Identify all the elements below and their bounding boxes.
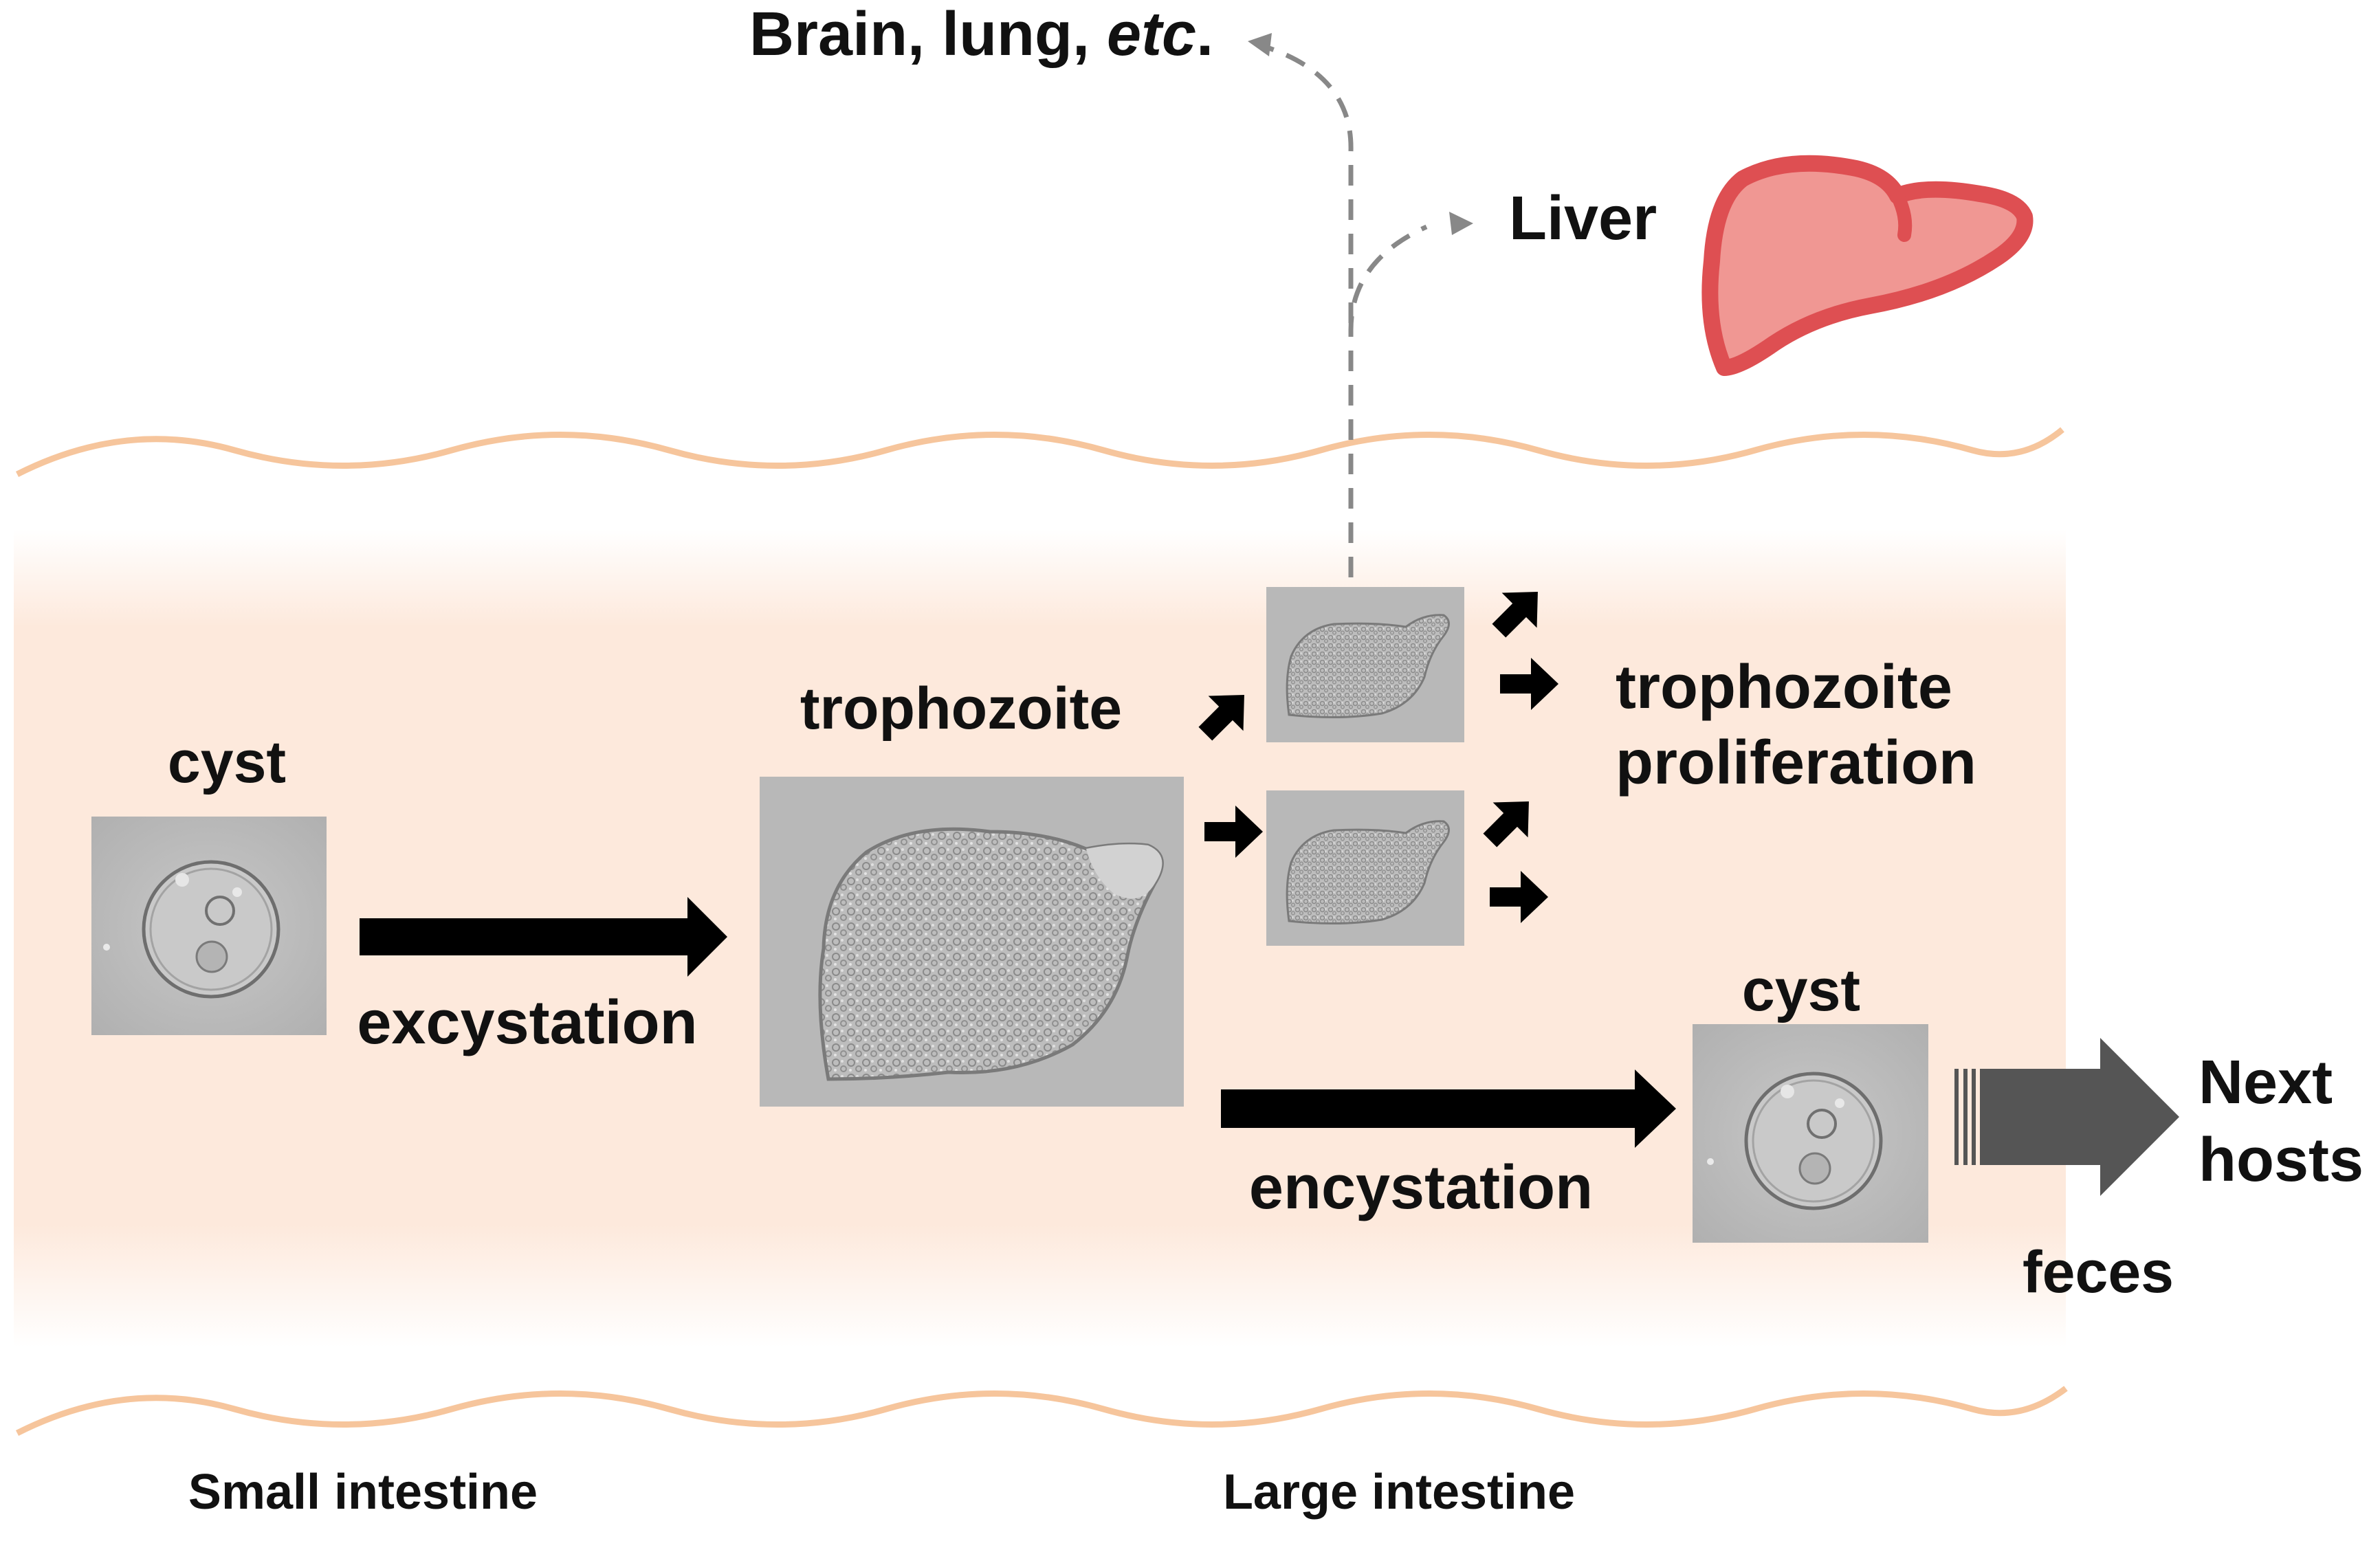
arrow-right-1	[1204, 806, 1263, 858]
trophozoite-label: trophozoite	[800, 676, 1122, 742]
feces-arrow	[1954, 1038, 2179, 1196]
brain-lung-label: Brain, lung, etc.	[749, 0, 1213, 69]
dissemination-path	[1264, 44, 1428, 577]
cyst-label-left: cyst	[168, 729, 286, 795]
proliferation-label: trophozoite proliferation	[1616, 653, 1976, 797]
trophozoite-micrograph-small-bottom	[1266, 790, 1464, 946]
arrow-up-right-1	[1198, 695, 1244, 741]
upper-intestinal-wall	[15, 427, 2064, 478]
excystation-label: excystation	[357, 988, 697, 1057]
excystation-arrow	[360, 897, 727, 977]
arrow-right-2	[1500, 658, 1558, 710]
next-hosts-label: Next hosts	[2199, 1048, 2364, 1195]
encystation-label: encystation	[1249, 1153, 1593, 1222]
arrow-up-right-3	[1483, 801, 1529, 847]
arrowhead-to-brain	[1248, 33, 1272, 56]
arrow-right-3	[1490, 871, 1548, 923]
trophozoite-micrograph	[760, 777, 1184, 1107]
next-hosts-line2: hosts	[2199, 1126, 2364, 1195]
cyst-label-right: cyst	[1742, 957, 1860, 1023]
encystation-arrow	[1221, 1069, 1676, 1148]
liver-icon	[1701, 155, 2034, 376]
lower-intestinal-wall	[15, 1386, 2068, 1437]
small-intestine-label: Small intestine	[188, 1465, 538, 1520]
cyst-micrograph-left	[91, 817, 327, 1035]
liver-label: Liver	[1509, 184, 1657, 253]
feces-label: feces	[2023, 1239, 2174, 1305]
proliferation-label-line1: trophozoite	[1616, 653, 1952, 722]
cyst-micrograph-right	[1693, 1024, 1928, 1243]
proliferation-arrows	[1198, 592, 1558, 923]
arrow-up-right-2	[1492, 592, 1538, 638]
trophozoite-micrograph-small-top	[1266, 587, 1464, 742]
next-hosts-line1: Next	[2199, 1048, 2333, 1117]
large-intestine-label: Large intestine	[1223, 1465, 1575, 1520]
proliferation-label-line2: proliferation	[1616, 729, 1976, 797]
arrowhead-to-liver	[1449, 212, 1473, 235]
